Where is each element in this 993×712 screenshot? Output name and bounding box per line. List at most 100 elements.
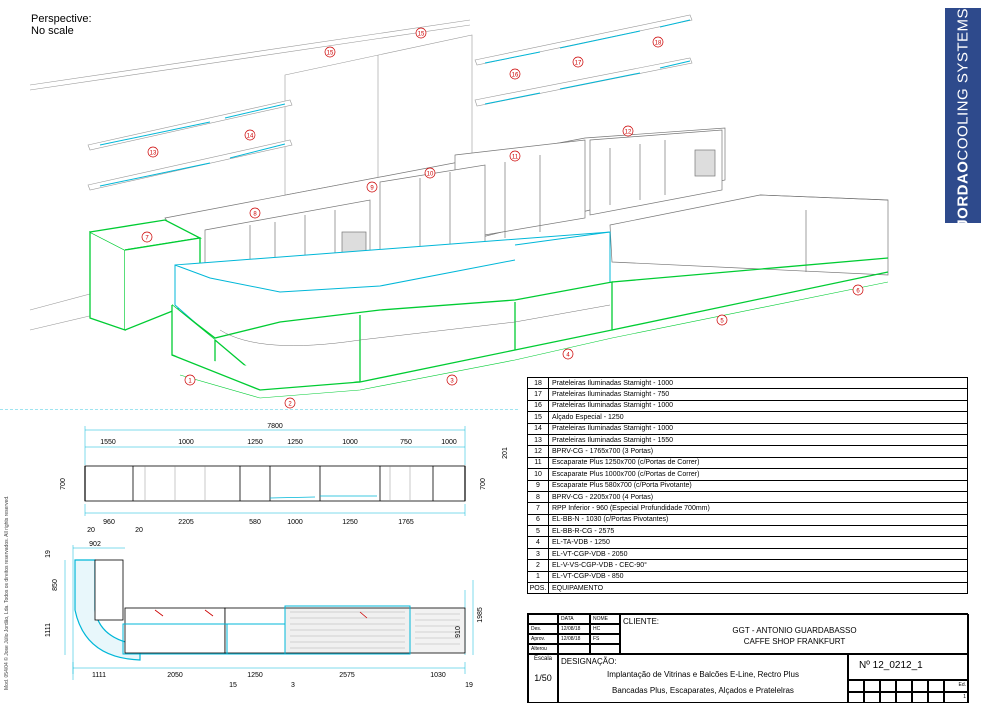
- callout-10: 10: [424, 167, 436, 179]
- revision-grid: Ed.1: [848, 680, 969, 703]
- callout-number: 3: [450, 378, 454, 384]
- callout-circle: [622, 125, 634, 137]
- legend-pos: 8: [527, 490, 549, 504]
- callout-circle: [415, 27, 427, 39]
- tb-nome: [590, 644, 620, 654]
- pos-header: POS.: [527, 582, 549, 595]
- callout-9: 9: [366, 181, 378, 193]
- callout-3: 3: [446, 374, 458, 386]
- legend-pos: 16: [527, 399, 549, 413]
- tb-data: 12/08/18: [558, 634, 590, 644]
- legend-pos: 17: [527, 388, 549, 401]
- legend-desc: EL-BB-R-CG - 2575: [548, 525, 968, 538]
- callout-2: 2: [284, 397, 296, 409]
- scale-value: 1/50: [534, 673, 552, 683]
- tb-label: Aprov.: [528, 634, 558, 644]
- dim-plan-bottom-segment: 1030: [430, 672, 446, 679]
- callout-circle: [852, 284, 864, 296]
- brand-logo: JORDAOCOOLING SYSTEMS®: [945, 2, 981, 228]
- callout-16: 16: [509, 68, 521, 80]
- tb-label: Des.: [528, 624, 558, 634]
- dim-plan-top: 902: [89, 541, 101, 548]
- label-header-cell: [528, 614, 558, 624]
- callout-circle: [244, 129, 256, 141]
- drawing-number-cell: Nº 12_0212_1: [848, 654, 969, 680]
- callout-circle: [284, 397, 296, 409]
- callout-17: 17: [572, 56, 584, 68]
- perspective-note: Perspective: No scale: [31, 13, 92, 37]
- legend-desc: EL-VT-CGP-VDB - 850: [548, 570, 968, 584]
- designation-line-2: Bancadas Plus, Escaparates, Alçados e Pr…: [612, 686, 794, 695]
- revision-cell: [880, 680, 896, 692]
- legend-desc: Prateleiras Iluminadas Starnight - 1000: [548, 399, 968, 413]
- dim-depth-right: 201: [502, 447, 509, 459]
- data-col-header: DATA: [558, 614, 590, 624]
- revision-cell: [912, 680, 928, 692]
- legend-desc: Prateleiras Iluminadas Starnight - 1000: [548, 422, 968, 435]
- dim-top-segment: 1250: [247, 439, 263, 446]
- callout-8: 8: [249, 207, 261, 219]
- dim-top-segment: 1000: [441, 439, 457, 446]
- callout-number: 1: [188, 378, 192, 384]
- legend-desc: Escaparate Plus 1000x700 (c/Portas de Co…: [548, 468, 968, 481]
- client-place: CAFFE SHOP FRANKFURT: [743, 637, 846, 646]
- revision-cell: Ed.: [944, 680, 969, 692]
- callout-number: 17: [575, 60, 582, 66]
- dim-plan-small: 3: [291, 682, 295, 689]
- callout-12: 12: [622, 125, 634, 137]
- callout-circle: [324, 46, 336, 58]
- callout-number: 14: [247, 133, 254, 139]
- legend-pos: 18: [527, 376, 549, 390]
- cliente-label: CLIENTE:: [623, 617, 660, 626]
- legend-pos: 7: [527, 502, 549, 515]
- legend-pos: 12: [527, 445, 549, 458]
- dim-top-segment: 1000: [342, 439, 358, 446]
- legend-header-row: POS. EQUIPAMENTO: [527, 582, 968, 595]
- revision-cell: [928, 691, 944, 703]
- dim-offset-left: 20: [87, 527, 95, 534]
- revision-cell: [864, 691, 880, 703]
- callout-number: 9: [370, 185, 374, 191]
- legend-pos: 13: [527, 433, 549, 447]
- legend-pos: 4: [527, 536, 549, 549]
- revision-cell: [864, 680, 880, 692]
- scale-note: No scale: [31, 25, 74, 37]
- callout-4: 4: [562, 348, 574, 360]
- dim-plan-small: 15: [229, 682, 237, 689]
- callout-13: 13: [147, 146, 159, 158]
- callout-circle: [652, 36, 664, 48]
- dim-plan-small: 19: [465, 682, 473, 689]
- dim-top-segment: 750: [400, 439, 412, 446]
- callout-number: 7: [145, 235, 149, 241]
- designacao-cell: DESIGNAÇÃO: Implantação de Vitrinas e Ba…: [558, 654, 848, 703]
- callout-circle: [572, 56, 584, 68]
- callout-number: 8: [253, 211, 257, 217]
- dim-top-segment: 1550: [100, 439, 116, 446]
- perspective-label: Perspective:: [31, 13, 92, 25]
- callout-number: 10: [427, 171, 434, 177]
- cliente-cell: CLIENTE: GGT - ANTONIO GUARDABASSO CAFFE…: [620, 614, 969, 654]
- callout-circle: [716, 314, 728, 326]
- legend-pos: 9: [527, 479, 549, 492]
- callout-circle: [509, 68, 521, 80]
- legend-pos: 15: [527, 411, 549, 424]
- callout-number: 16: [512, 72, 519, 78]
- escala-cell: Escala 1/50: [528, 654, 558, 703]
- revision-cell: [912, 691, 928, 703]
- legend-pos: 2: [527, 559, 549, 572]
- designacao-label: DESIGNAÇÃO:: [561, 657, 617, 666]
- revision-cell: [848, 680, 864, 692]
- legend-desc: Prateleiras Iluminadas Starnight - 750: [548, 388, 968, 401]
- callout-circle: [184, 374, 196, 386]
